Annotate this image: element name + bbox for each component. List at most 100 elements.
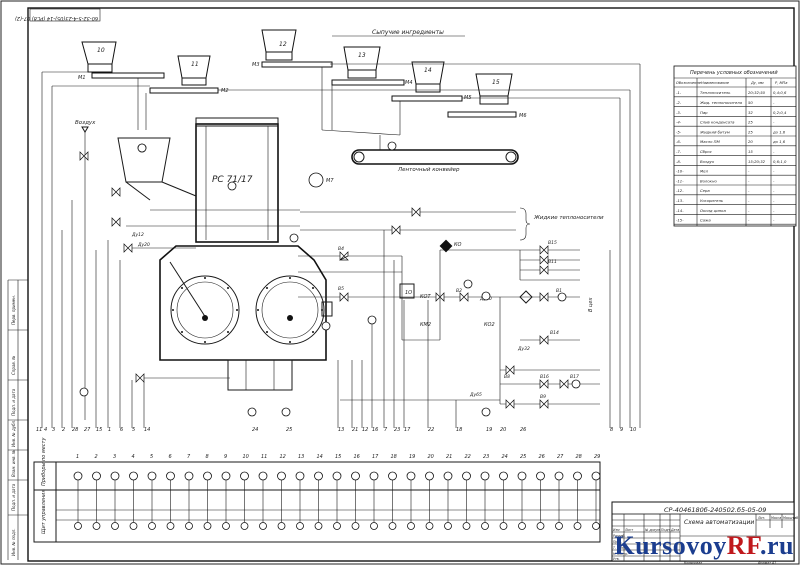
legend-cell: Жид. теплоносителя: [699, 100, 743, 105]
legend-cell: -: [773, 178, 775, 183]
svg-text:Обозначение: Обозначение: [676, 81, 702, 85]
svg-text:В16: В16: [540, 374, 549, 380]
svg-text:В17: В17: [570, 374, 579, 380]
legend-cell: Воздух: [700, 159, 715, 164]
legend-cell: 20: [748, 139, 753, 144]
condensate-traps: КО 1O КОТ КО2 КМ2: [399, 239, 533, 328]
legend-cell: Теплоноситель: [700, 90, 730, 95]
legend-cell: -6-: [676, 139, 682, 144]
legend-cell: -: [773, 198, 775, 203]
svg-text:В15: В15: [548, 240, 557, 246]
instrument-number: 7: [187, 454, 191, 460]
panel-instrument-bubble: [573, 522, 582, 530]
svg-text:15: 15: [492, 79, 500, 86]
line-number: 6: [120, 427, 123, 433]
legend-cell: -: [748, 218, 750, 223]
air-label: Воздух: [75, 120, 96, 126]
legend-cell: 15: [748, 149, 753, 154]
panel-instrument-bubble: [555, 522, 563, 530]
screw-feeder-m1: М1: [78, 72, 165, 81]
legend-cell: Оксид цинка: [700, 208, 726, 213]
reactor-label: РС 71/17: [212, 175, 253, 185]
legend-cell: -3-: [676, 110, 682, 115]
svg-text:Ду, мм: Ду, мм: [750, 81, 764, 85]
valve-labels: В15 В11 В1 В14 В8 В16 В17 В9 В4 В5 В2: [338, 240, 579, 400]
legend-cell: Сажа: [700, 218, 711, 223]
panel-instrument-bubble: [592, 522, 600, 530]
svg-text:М7: М7: [326, 178, 334, 184]
instrument-number: 3: [113, 454, 116, 460]
side-label: Инв. № дубл.: [11, 420, 16, 447]
legend-cell: -: [773, 208, 775, 213]
svg-text:КО: КО: [454, 242, 462, 248]
field-instrument-bubble: [388, 471, 397, 481]
legend-cell: -: [748, 169, 750, 174]
legend-cell: 25: [748, 120, 753, 125]
inner-frame: [27, 7, 795, 562]
line-number: 21: [352, 427, 358, 433]
instrument-number: 4: [132, 454, 135, 460]
legend-cell: 15;20;32: [748, 159, 766, 164]
field-instrument-bubble: [240, 471, 249, 481]
legend-cell: -: [773, 218, 775, 223]
legend-cell: Масло ПМ: [700, 139, 721, 144]
svg-text:Разраб.: Разраб.: [613, 534, 626, 538]
line-number: 16: [372, 427, 378, 433]
instrument-number: 1: [76, 454, 79, 460]
field-instrument-bubble: [480, 471, 490, 481]
svg-text:КМ2: КМ2: [420, 322, 431, 328]
bin-13: 13: [343, 46, 381, 79]
legend-cell: Сера: [700, 188, 710, 193]
legend-cell: Ускоритель: [700, 198, 723, 203]
svg-text:Формат А1: Формат А1: [758, 561, 776, 565]
field-instrument-bubble: [536, 471, 545, 481]
motor-m7: М7: [308, 172, 334, 188]
line-number: 13: [338, 427, 344, 433]
svg-text:Пров.: Пров.: [613, 540, 622, 544]
title-block: СР-4046180б-240502.б5-05-09 Изм Лист № д…: [611, 501, 798, 565]
panel-instrument-bubble: [185, 522, 193, 530]
legend-cell: -8-: [676, 159, 682, 164]
panel-instrument-bubble: [444, 522, 452, 530]
liquid-feeds: Жидкие теплоносители: [300, 207, 604, 241]
svg-text:Дата: Дата: [670, 528, 679, 532]
svg-text:Изм: Изм: [613, 528, 620, 532]
panel-instrument-bubble: [148, 522, 156, 530]
field-instrument-bubble: [425, 471, 434, 481]
instrument-number: 5: [150, 454, 153, 460]
legend-cell: 50: [748, 100, 753, 105]
panel-instrument-bubble: [296, 522, 304, 530]
svg-text:Масса: Масса: [771, 516, 781, 520]
valves: [79, 151, 569, 409]
legend-cell: -: [748, 178, 750, 183]
screw-feeder-m2: М2: [149, 87, 229, 94]
svg-text:13: 13: [358, 52, 366, 59]
legend-cell: -7-: [676, 149, 682, 154]
instrument-number: 14: [317, 454, 323, 460]
svg-text:Утв.: Утв.: [613, 557, 620, 561]
legend-cell: -15-: [676, 218, 684, 223]
air-supply: Воздух: [75, 120, 96, 420]
svg-text:Лист: Лист: [624, 528, 633, 532]
legend-cell: Жидкий битум: [699, 129, 730, 134]
svg-text:В2: В2: [456, 288, 462, 294]
site-logo[interactable]: KursovoyRF.ru: [614, 531, 794, 561]
raw-materials-label: Сыпучие ингредиенты: [372, 29, 444, 36]
field-instrument-bubble: [258, 471, 268, 481]
svg-text:Р, МПа: Р, МПа: [775, 81, 787, 85]
line-number: 20: [500, 427, 506, 433]
line-number: 15: [96, 427, 102, 433]
svg-text:Подп.: Подп.: [661, 528, 671, 532]
panel-instrument-bubble: [499, 522, 508, 530]
legend-cell: -10-: [676, 169, 684, 174]
svg-text:№ докум.: № докум.: [644, 528, 661, 532]
instrument-number: 9: [224, 454, 227, 460]
instrument-number: 19: [409, 454, 415, 460]
legend-cell: 0,6;1,0: [773, 159, 787, 164]
line-number: 23: [394, 427, 400, 433]
instrument-number: 16: [354, 454, 360, 460]
conveyor-label: Ленточный конвейер: [397, 167, 460, 173]
legend-cell: -11-: [676, 178, 684, 183]
